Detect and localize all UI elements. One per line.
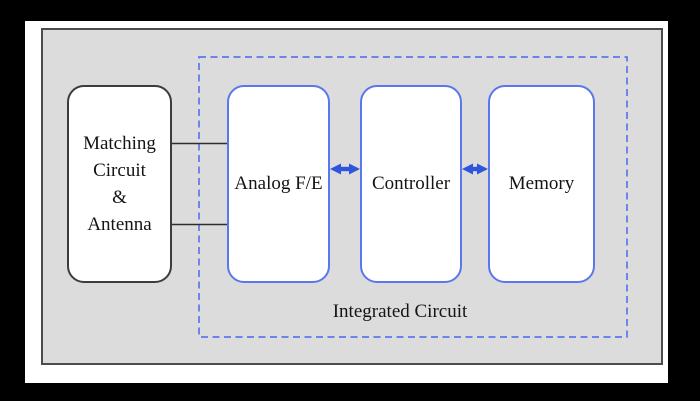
block-analog-fe-label: Analog F/E (234, 173, 323, 194)
block-memory: Memory (488, 85, 595, 283)
figure-page: Matching Circuit & Antenna Analog F/E Co… (25, 21, 668, 383)
block-controller: Controller (360, 85, 462, 283)
block-matching-line: Antenna (87, 214, 152, 235)
block-memory-label: Memory (508, 173, 575, 194)
connector-layer (172, 56, 628, 338)
block-matching-circuit-antenna: Matching Circuit & Antenna (67, 85, 172, 283)
bidirectional-arrow-icon (462, 163, 488, 175)
integrated-circuit-boundary-dashed-rect (198, 56, 628, 338)
block-analog-fe: Analog F/E (227, 85, 330, 283)
block-matching-line: & (112, 187, 127, 208)
diagram-panel: Matching Circuit & Antenna Analog F/E Co… (41, 28, 663, 365)
block-matching-line: Circuit (93, 160, 146, 181)
block-controller-label: Controller (371, 173, 451, 194)
integrated-circuit-label: Integrated Circuit (332, 301, 468, 322)
block-matching-line: Matching (83, 133, 156, 154)
bidirectional-arrow-icon (330, 163, 360, 175)
